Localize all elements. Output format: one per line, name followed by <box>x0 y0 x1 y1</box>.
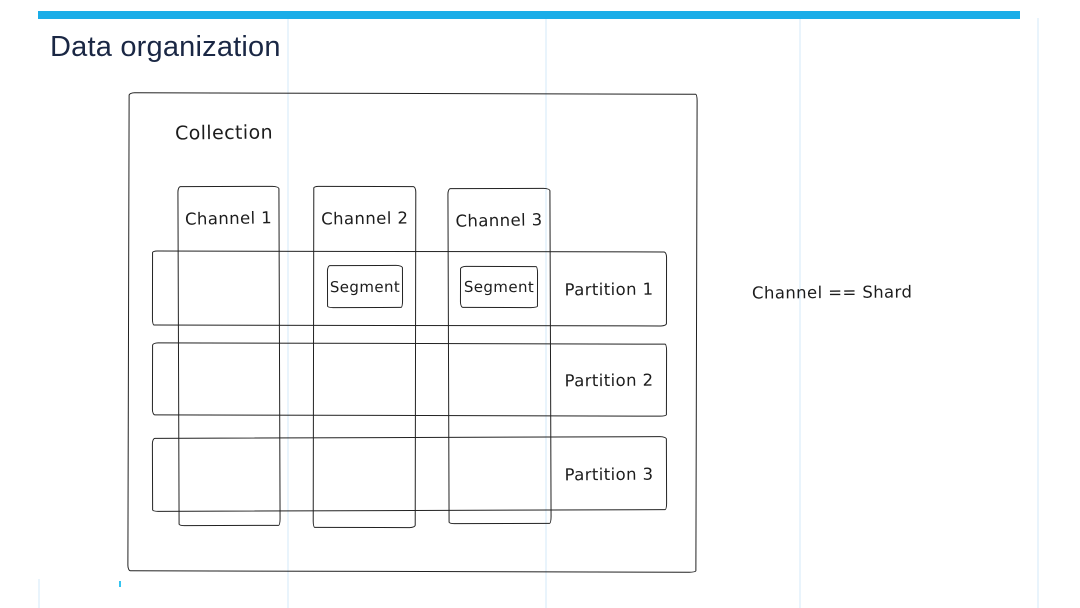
channel-1-label: Channel 1 <box>184 208 273 229</box>
annotation-note: Channel == Shard <box>751 282 913 303</box>
partition-2-label: Partition 2 <box>564 370 654 390</box>
segment-box: Segment <box>459 265 539 309</box>
channel-3-label: Channel 3 <box>455 210 543 231</box>
background-guide-line <box>545 18 547 608</box>
partition-1-label: Partition 1 <box>564 279 654 299</box>
cursor-artifact <box>119 581 121 587</box>
background-guide-line <box>38 579 40 608</box>
partition-3-label: Partition 3 <box>564 464 654 484</box>
background-guide-line <box>1037 18 1039 608</box>
channel-2-label: Channel 2 <box>321 208 409 229</box>
page-title: Data organization <box>50 31 281 63</box>
accent-bar <box>38 11 1020 19</box>
segment-box: Segment <box>326 264 404 309</box>
background-guide-line <box>799 18 801 608</box>
background-guide-line <box>287 18 289 608</box>
collection-label: Collection <box>174 121 274 145</box>
